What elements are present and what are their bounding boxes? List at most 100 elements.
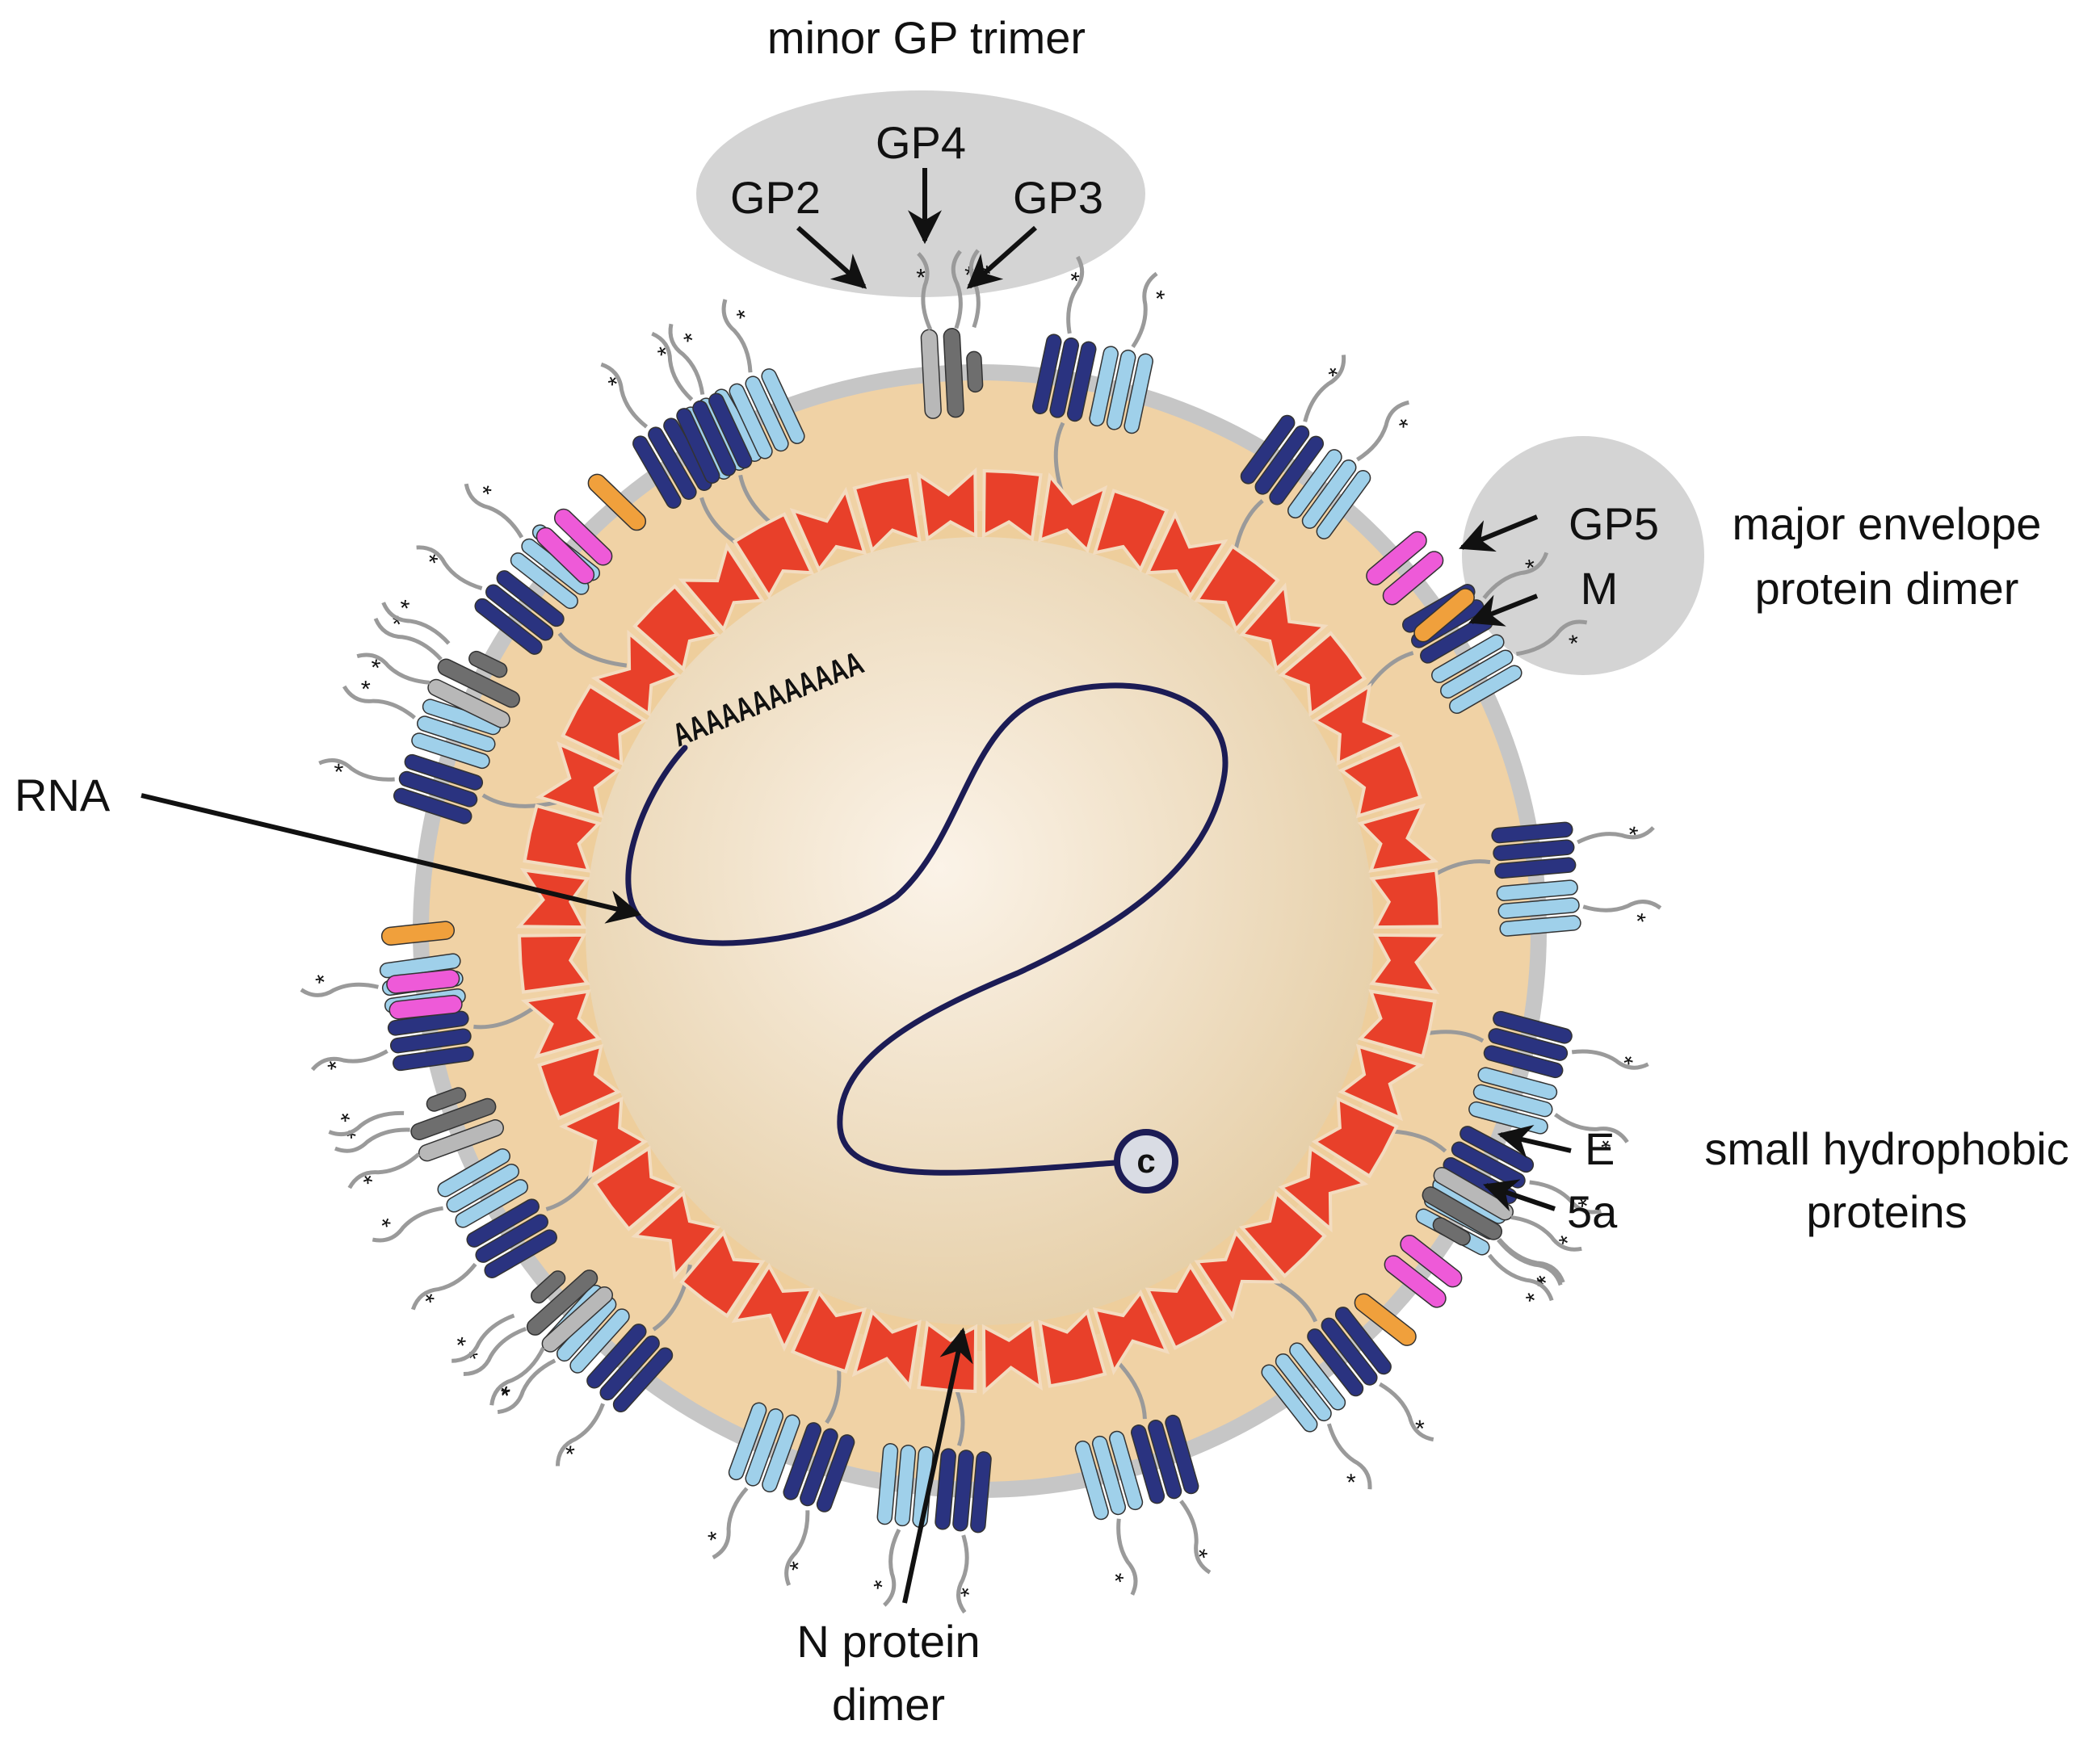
m-helix bbox=[1440, 649, 1514, 699]
glycan-asterisk: * bbox=[1109, 1559, 1126, 1588]
glycan-asterisk: * bbox=[1389, 413, 1413, 441]
glycan-asterisk: * bbox=[679, 327, 701, 355]
protein-5a-helix bbox=[1413, 588, 1475, 643]
m-helix bbox=[761, 368, 805, 444]
n-protein-label-line2: dimer bbox=[832, 1679, 945, 1730]
n-protein-subunit bbox=[537, 1043, 622, 1121]
gp5-helix bbox=[1254, 425, 1310, 495]
m-helix bbox=[417, 715, 496, 753]
gp5-m-dimer: ** bbox=[872, 1370, 992, 1614]
gp5-helix bbox=[599, 1335, 660, 1401]
gp5-helix bbox=[816, 1434, 855, 1513]
gp5-helix bbox=[1491, 821, 1573, 844]
ectodomain-glycan bbox=[310, 1049, 388, 1072]
gp5-helix bbox=[393, 1046, 474, 1072]
m-helix bbox=[1449, 665, 1522, 715]
n-protein-subunit bbox=[851, 1308, 922, 1391]
glycan-asterisk: * bbox=[323, 1058, 351, 1071]
gp4-label: GP4 bbox=[876, 117, 966, 168]
m-label: M bbox=[1581, 563, 1619, 614]
e-arrow bbox=[1497, 1125, 1572, 1158]
gp4-helix bbox=[943, 328, 964, 418]
n-protein-subunit bbox=[1357, 989, 1437, 1059]
small-hydrophobic-label-line1: small hydrophobic bbox=[1704, 1123, 2068, 1174]
gp2-arrow bbox=[796, 225, 867, 289]
gp2-label: GP2 bbox=[730, 172, 821, 223]
n-protein-subunit bbox=[1278, 1145, 1369, 1233]
ectodomain-glycan bbox=[328, 1110, 405, 1137]
n-protein-subunit bbox=[1238, 1189, 1327, 1278]
glycan-asterisk: * bbox=[704, 1517, 723, 1546]
ectodomain-glycan bbox=[1303, 355, 1346, 422]
m-helix bbox=[510, 552, 578, 610]
m-helix bbox=[1287, 449, 1342, 518]
ectodomain-glycan bbox=[1571, 1049, 1649, 1070]
rna-arrow bbox=[141, 793, 642, 924]
ectodomain-glycan bbox=[334, 1127, 410, 1153]
gp5-helix bbox=[1269, 435, 1325, 506]
ectodomain-glycan bbox=[1516, 619, 1588, 657]
gp5-m-dimer: ** bbox=[1418, 821, 1662, 937]
m-helix bbox=[455, 1179, 528, 1228]
ectodomain-glycan bbox=[1487, 1253, 1554, 1302]
ectodomain-glycan bbox=[347, 1152, 421, 1189]
ectodomain-glycan bbox=[600, 362, 649, 429]
glycan-asterisk: * bbox=[376, 1210, 404, 1231]
e-protein-helix bbox=[553, 508, 613, 566]
m-helix bbox=[1316, 469, 1371, 539]
gp4-helix bbox=[1422, 1186, 1503, 1240]
small-hydrophobic-pair bbox=[536, 473, 647, 585]
major-envelope-callout-bubble bbox=[1462, 436, 1704, 675]
ectodomain-glycan bbox=[651, 331, 694, 401]
m-helix bbox=[1261, 1364, 1318, 1433]
gp5-helix bbox=[466, 1198, 540, 1248]
gp5-helix bbox=[708, 392, 753, 469]
gp5-helix bbox=[1321, 1317, 1378, 1386]
ectodomain-glycan bbox=[463, 1327, 527, 1377]
gp5-helix bbox=[484, 1229, 557, 1278]
n-protein-subunit bbox=[732, 512, 815, 600]
n-protein-subunit bbox=[631, 1189, 721, 1280]
gp5-helix bbox=[485, 584, 554, 641]
e-protein-helix bbox=[1382, 551, 1444, 606]
ectodomain-glycan bbox=[712, 1487, 749, 1560]
gp3-helix bbox=[468, 650, 508, 678]
m-helix bbox=[1496, 879, 1578, 901]
n-protein-arrow bbox=[902, 1327, 973, 1604]
ectodomain-glycan bbox=[1326, 1423, 1372, 1490]
gp5-helix bbox=[676, 408, 720, 484]
protein-5a-helix bbox=[380, 921, 456, 946]
glycan-asterisk: * bbox=[335, 1106, 363, 1125]
m-helix bbox=[745, 376, 789, 452]
ectodomain-glycan bbox=[416, 545, 483, 590]
n-protein-subunit bbox=[1338, 1043, 1425, 1122]
n-protein-subunit bbox=[523, 803, 603, 873]
protein-5a-helix bbox=[1354, 1293, 1417, 1346]
gp5-helix bbox=[389, 1028, 472, 1054]
gp5-helix bbox=[1240, 414, 1296, 485]
n-protein-subunit bbox=[1092, 1289, 1170, 1376]
ectodomain-glycan bbox=[452, 1313, 515, 1363]
m-helix bbox=[1074, 1440, 1109, 1521]
ectodomain-glycan bbox=[1529, 1180, 1602, 1215]
n-protein-subunit bbox=[535, 741, 622, 819]
gp5-helix bbox=[1493, 839, 1575, 862]
m-helix bbox=[437, 1148, 510, 1198]
small-hydrophobic-pair bbox=[1354, 1235, 1463, 1346]
five-prime-cap-label: c bbox=[1136, 1142, 1155, 1180]
ectodomain-glycan bbox=[1553, 1113, 1629, 1143]
n-protein-subunit bbox=[1338, 741, 1422, 819]
glycan-asterisk: * bbox=[1336, 1462, 1360, 1488]
gp3-helix bbox=[1432, 1217, 1471, 1246]
ectodomain-glycan bbox=[1582, 900, 1662, 913]
ectodomain-glycan bbox=[497, 1358, 556, 1415]
gp5-helix bbox=[1307, 1328, 1364, 1397]
gp3-helix bbox=[531, 1270, 566, 1304]
gp5-helix bbox=[783, 1422, 822, 1500]
n-protein-subunit bbox=[1238, 582, 1329, 673]
gp5-helix bbox=[648, 426, 697, 500]
ectodomain-glycan bbox=[1356, 400, 1409, 462]
glycan-asterisk: * bbox=[356, 678, 384, 695]
m-helix bbox=[1301, 459, 1357, 529]
